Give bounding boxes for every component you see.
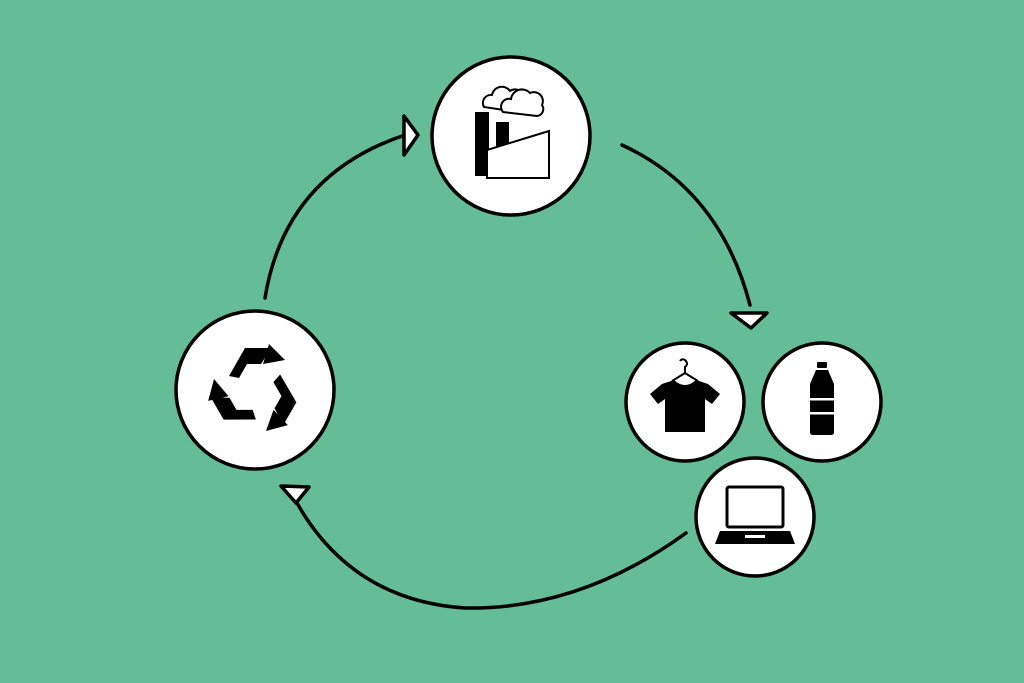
- cycle-arrows: [263, 133, 752, 610]
- arrowheads: [279, 114, 769, 505]
- recycle-icon: [200, 344, 308, 439]
- arrow-products-to-recycling: [288, 488, 688, 610]
- bottle-icon: [810, 362, 834, 435]
- arrow-recycling-to-manufacturing: [263, 133, 407, 300]
- t-shirt-icon: [650, 358, 720, 432]
- arrowhead-into-products: [729, 311, 769, 330]
- factory-icon: [475, 85, 550, 179]
- arrow-manufacturing-to-products: [620, 143, 752, 307]
- laptop-icon: [715, 485, 795, 544]
- recycling-node: [174, 309, 336, 471]
- arrowhead-into-recycling: [279, 484, 311, 505]
- manufacturing-node: [430, 55, 592, 217]
- arrowhead-into-manufacturing: [402, 114, 420, 157]
